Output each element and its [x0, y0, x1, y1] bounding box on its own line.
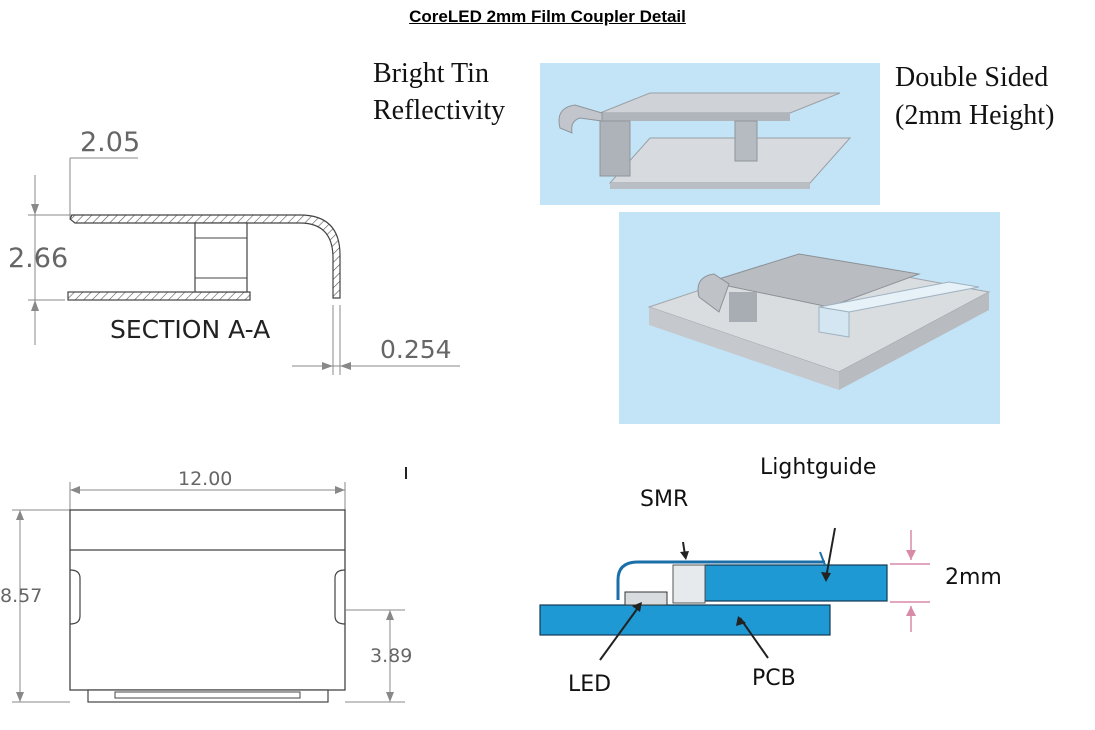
- label-lightguide: Lightguide: [760, 455, 877, 480]
- label-double-sided: Double Sided: [895, 62, 1049, 93]
- section-top-plate: [69, 214, 341, 299]
- render-bottom-image: [619, 212, 1000, 424]
- dim-0-254: 0.254: [380, 335, 452, 364]
- pcb-shape: [539, 604, 831, 636]
- cross-section-diagram: [539, 527, 930, 661]
- stray-mark: [405, 467, 407, 479]
- plan-body: [69, 509, 346, 691]
- section-aa-drawing: [28, 157, 460, 375]
- lightguide-shape: [704, 564, 888, 602]
- render-top-image: [540, 63, 880, 205]
- smr-shape: [616, 560, 825, 600]
- dim-8-57: 8.57: [0, 585, 43, 607]
- page-title: CoreLED 2mm Film Coupler Detail: [409, 7, 686, 26]
- section-label: SECTION A-A: [110, 315, 271, 344]
- dim-2-05: 2.05: [80, 127, 141, 158]
- section-led-block: [194, 222, 248, 293]
- dim-3-89: 3.89: [370, 645, 413, 667]
- label-bright-tin: Bright Tin: [373, 58, 489, 89]
- label-2mm: 2mm: [945, 565, 1002, 590]
- dim-2-66: 2.66: [8, 243, 69, 274]
- dim-12-00: 12.00: [178, 468, 233, 490]
- plan-view-drawing: [12, 482, 405, 703]
- label-led: LED: [568, 672, 612, 697]
- section-bottom-plate: [67, 291, 251, 301]
- label-smr: SMR: [640, 487, 689, 512]
- label-reflectivity: Reflectivity: [373, 95, 506, 126]
- label-pcb: PCB: [752, 666, 796, 691]
- label-2mm-height: (2mm Height): [895, 100, 1055, 131]
